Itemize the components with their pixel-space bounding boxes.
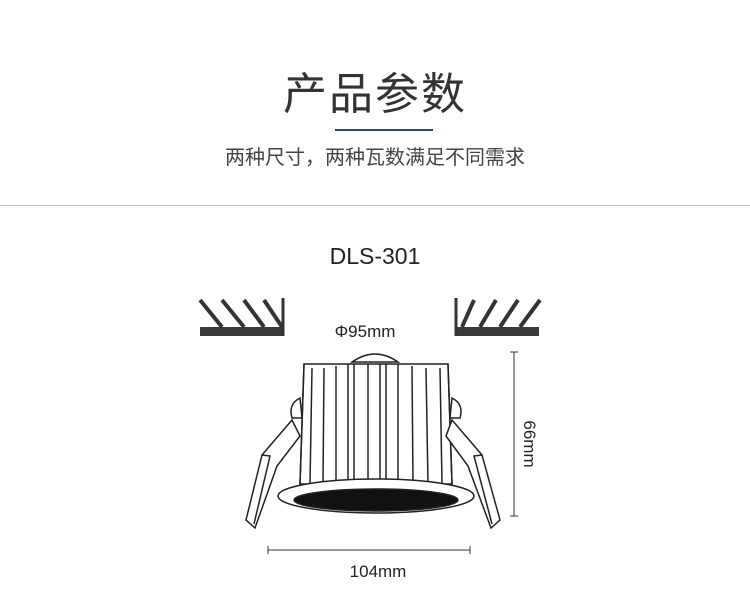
ceiling-left-icon [198, 298, 285, 336]
width-dimension-label: 104mm [350, 562, 407, 581]
height-dimension-label: 66mm [520, 420, 539, 467]
title-underline [335, 129, 433, 131]
height-dimension-line [510, 351, 518, 517]
page-title: 产品参数 [283, 69, 467, 120]
cutout-dimension-label: Φ95mm [335, 322, 396, 341]
width-dimension-line [267, 546, 471, 554]
page-subtitle: 两种尺寸，两种瓦数满足不同需求 [225, 145, 525, 169]
ceiling-right-icon [454, 298, 542, 336]
section-divider [0, 205, 750, 206]
model-number: DLS-301 [329, 243, 421, 269]
downlight-luminaire-icon [245, 353, 501, 530]
